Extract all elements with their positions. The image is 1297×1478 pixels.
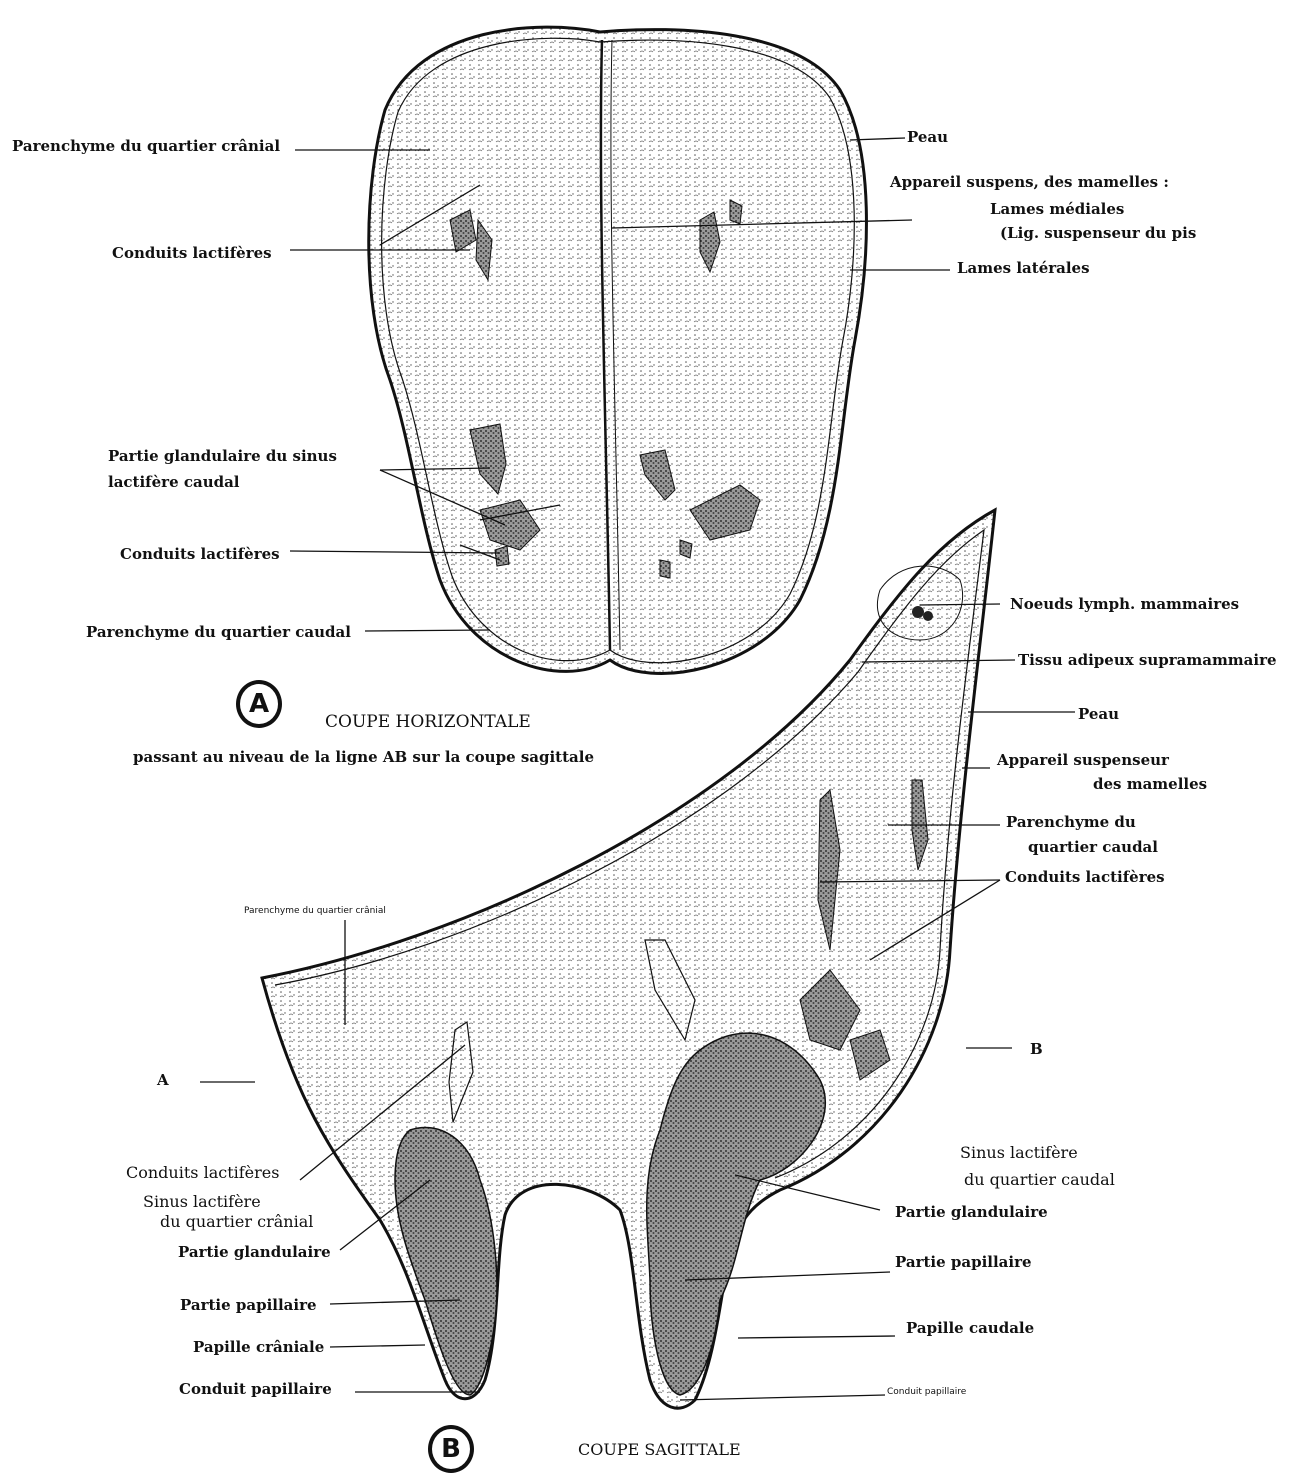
label-glandular-part-right: Partie glandulaire (895, 1202, 1048, 1222)
section-b-title: COUPE SAGITTALE (578, 1440, 741, 1459)
label-lactiferous-ducts: Conduits lactifères (112, 243, 272, 263)
section-a-subtitle: passant au niveau de la ligne AB sur la … (133, 748, 594, 766)
section-a-badge: A (236, 680, 282, 728)
label-caudal-teat: Papille caudale (906, 1318, 1034, 1338)
label-lactiferous-ducts-right: Conduits lactifères (1005, 867, 1165, 887)
caudal-sinus-shape (647, 1033, 826, 1395)
label-lactiferous-ducts: Conduits lactifères (120, 544, 280, 564)
label-glandular-part-left: Partie glandulaire (178, 1242, 331, 1262)
label-sinus-caudal: lactifère caudal (108, 472, 240, 492)
label-parenchyma-caudal-2: quartier caudal (1028, 837, 1158, 857)
label-adipose-tissue: Tissu adipeux supramammaire (1018, 650, 1277, 670)
label-parenchyma-cranial-small: Parenchyme du quartier crânial (244, 905, 386, 917)
section-b-badge: B (428, 1425, 474, 1473)
udder-outline-horizontal (369, 27, 867, 673)
label-sinus-caudal-2: du quartier caudal (964, 1170, 1115, 1190)
label-suspensory-apparatus-2: des mamelles (1093, 774, 1207, 794)
label-medial-laminae: Lames médiales (990, 199, 1124, 219)
label-parenchyma-cranial: Parenchyme du quartier crânial (12, 136, 280, 156)
label-sinus-cranial: Sinus lactifère (143, 1192, 261, 1212)
label-sinus-cranial-2: du quartier crânial (160, 1212, 313, 1232)
lactiferous-duct-shape (660, 560, 670, 578)
label-lactiferous-ducts-left: Conduits lactifères (126, 1163, 279, 1183)
label-suspensory-ligament: (Lig. suspenseur du pis (1000, 223, 1196, 243)
section-a-title: COUPE HORIZONTALE (325, 712, 531, 732)
label-papillary-part-right: Partie papillaire (895, 1252, 1032, 1272)
label-papillary-duct-left: Conduit papillaire (179, 1379, 332, 1399)
label-skin: Peau (907, 127, 948, 147)
label-papillary-part-left: Partie papillaire (180, 1295, 317, 1315)
label-suspensory-apparatus: Appareil suspens, des mamelles : (890, 172, 1169, 192)
label-suspensory-apparatus: Appareil suspenseur (997, 750, 1169, 770)
label-sinus-caudal: Sinus lactifère (960, 1143, 1078, 1163)
label-cranial-teat: Papille crâniale (193, 1337, 324, 1357)
label-skin: Peau (1078, 704, 1119, 724)
label-lateral-laminae: Lames latérales (957, 258, 1090, 278)
label-lymph-nodes: Noeuds lymph. mammaires (1010, 594, 1239, 614)
label-parenchyma-caudal: Parenchyme du quartier caudal (86, 622, 351, 642)
label-sinus-glandular-part: Partie glandulaire du sinus (108, 446, 337, 466)
label-point-a: A (157, 1070, 169, 1090)
label-papillary-duct-right: Conduit papillaire (887, 1386, 966, 1398)
label-parenchyma-caudal: Parenchyme du (1006, 812, 1136, 832)
lactiferous-duct-shape (495, 546, 509, 566)
horizontal-section-drawing (290, 27, 950, 673)
label-point-b: B (1030, 1039, 1043, 1059)
